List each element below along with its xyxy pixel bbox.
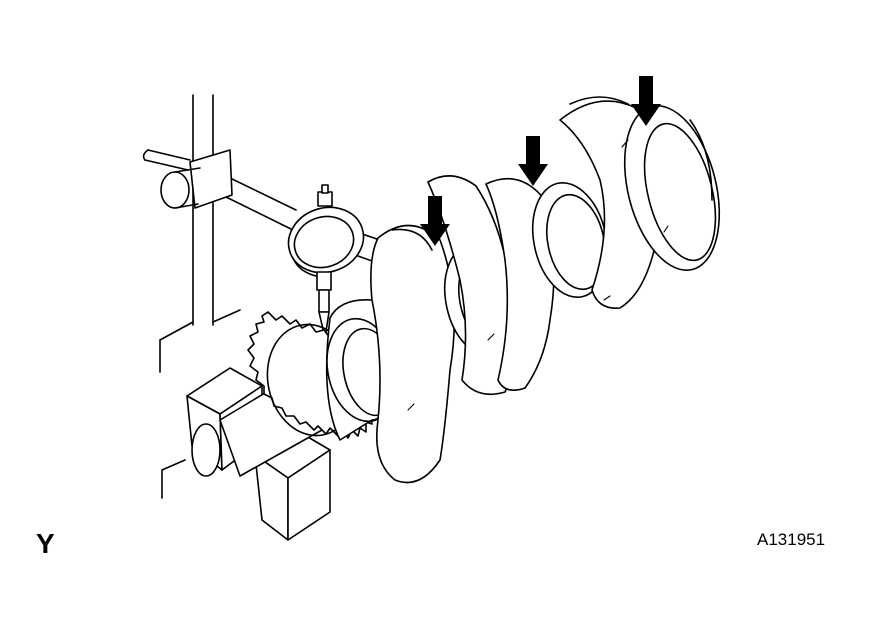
dial-indicator [287,184,365,339]
figure-code: A131951 [757,530,826,549]
arrow-down-icon [420,196,450,246]
arrow-down-icon [631,76,661,126]
crankshaft [325,96,721,484]
arrow-down-icon [518,136,548,186]
view-letter: Y [36,528,55,559]
v-block [186,367,332,541]
measurement-point-arrows [420,76,661,246]
